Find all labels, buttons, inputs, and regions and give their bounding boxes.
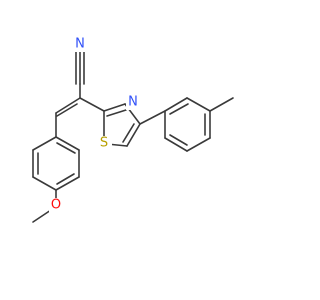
bond-anisyl-1 [55,136,80,151]
bond-vinyl-double-b [56,103,78,117]
bond-vinyl-to-thiazole [79,97,105,112]
bond-anisyl-4 [32,176,57,191]
bond-thiazole-c4-c5 [126,123,141,147]
atom-n-thiazole: N [128,95,138,110]
bond-vinyl-double-a [55,97,81,114]
bond-tolyl-1 [164,97,188,112]
bond-thiazole-to-tolyl [139,110,166,125]
bond-thiazole-c2-n3 [103,103,126,112]
bond-tolyl-5-inner [169,134,188,146]
bond-anisyl-6 [32,136,57,151]
bond-tolyl-2 [186,97,211,112]
atom-labels: N N S O [49,37,140,213]
atom-s-thiazole: S [100,136,108,151]
bond-o-to-methyl [32,209,52,223]
bond-thiazole-c2-n3-double [106,109,127,117]
bond-anisyl-3-inner [56,173,75,185]
bond-tolyl-1-inner [169,103,189,115]
bond-tolyl-5 [164,137,188,152]
bond-anisyl-3 [55,176,80,191]
bonds [32,51,234,223]
bond-anisyl-1-inner [56,142,76,154]
bond-tolyl-4 [186,137,211,152]
molecule-structure: N N S O [32,37,234,223]
bond-thiazole-c4-c5-double [122,123,135,143]
atom-o-methoxy: O [51,198,61,213]
atom-n-nitrile: N [75,37,85,52]
bond-tolyl-methyl [209,97,234,112]
